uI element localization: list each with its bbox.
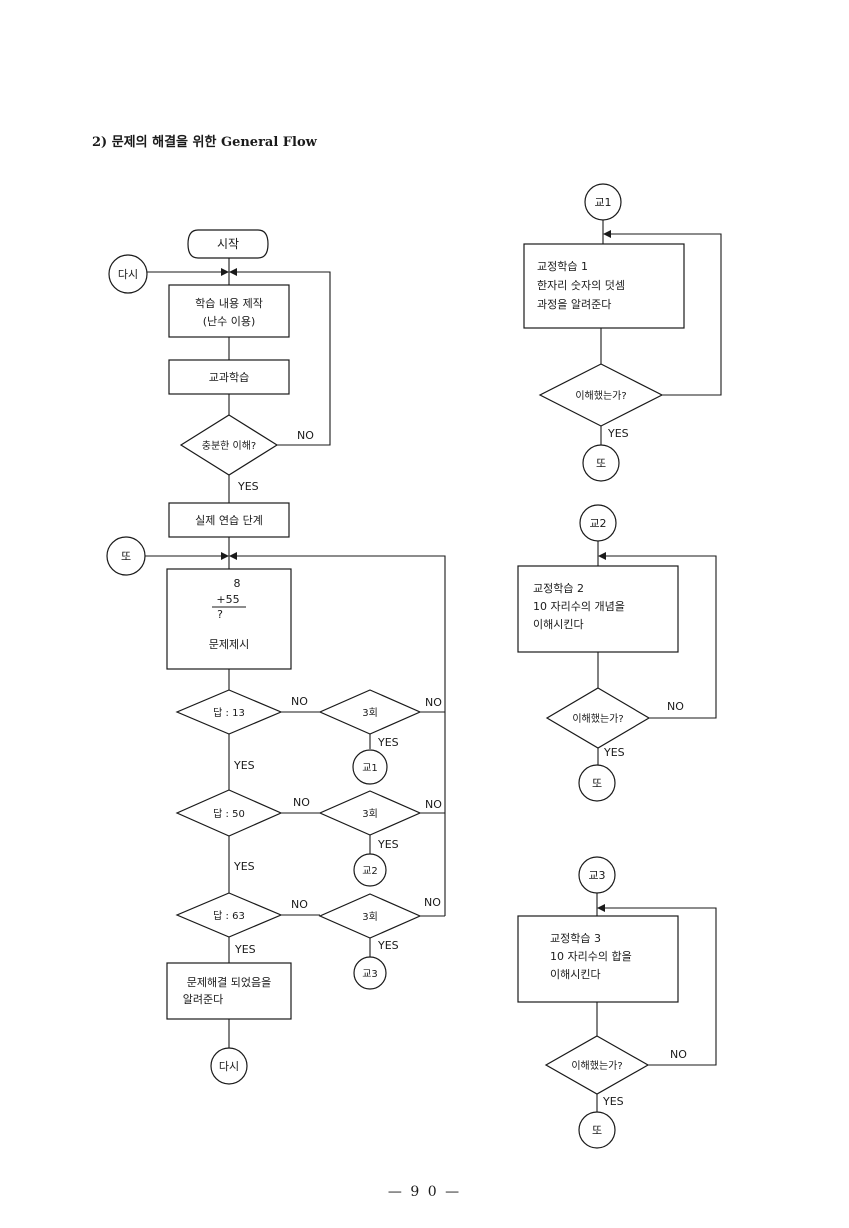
- answer-50-yes-label: YES: [233, 860, 255, 873]
- remedial-1-box: [523, 243, 685, 329]
- remedial-3-no-label: NO: [670, 1048, 687, 1061]
- tries-3-yes-label: YES: [377, 939, 399, 952]
- remedial-2-connector: [353, 853, 387, 887]
- remedial-2-connector-label: 교2: [362, 866, 378, 877]
- make-content-box: [168, 284, 290, 338]
- remedial-1-exit: [582, 444, 620, 482]
- solved-line2: 알려준다: [183, 992, 223, 1006]
- restart-connector: [108, 254, 148, 294]
- understanding-question: 충분한 이해?: [202, 439, 257, 452]
- remedial-3-connector-label: 교3: [362, 969, 378, 980]
- make-content-line2: (난수 이용): [203, 315, 256, 328]
- tries-1-label: 3회: [362, 707, 378, 719]
- remedial-3-exit: [578, 1111, 616, 1149]
- page-heading: 2) 문제의 해결을 위한 General Flow: [92, 135, 317, 150]
- remedial-2-yes-label: YES: [603, 746, 625, 759]
- practice-stage-label: 실제 연습 단계: [195, 514, 263, 527]
- remedial-2-entry-label: 교2: [589, 517, 606, 530]
- solved-line1: 문제해결 되었음을: [187, 975, 271, 989]
- remedial-3-entry-label: 교3: [588, 869, 605, 882]
- tries-3-no-label: NO: [424, 896, 441, 909]
- answer-63-question: 답 : 63: [213, 910, 245, 922]
- remedial-2-line2: 10 자리수의 개념을: [533, 600, 625, 613]
- solved-box: [166, 962, 292, 1020]
- remedial-1-connector: [352, 749, 388, 785]
- end-connector: [210, 1047, 248, 1085]
- remedial-1-yes-label: YES: [607, 427, 629, 440]
- answer-50-question: 답 : 50: [213, 808, 245, 820]
- remedial-2-line1: 교정학습 2: [533, 582, 584, 595]
- answer-13-question: 답 : 13: [213, 707, 245, 719]
- problem-top-number: 8: [234, 577, 241, 590]
- answer-13-no-label: NO: [291, 695, 308, 708]
- end-connector-label: 다시: [219, 1060, 239, 1073]
- understanding-no-label: NO: [297, 429, 314, 442]
- make-content-line1: 학습 내용 제작: [195, 297, 263, 310]
- remedial-2-no-label: NO: [667, 700, 684, 713]
- remedial-1-exit-label: 또: [596, 457, 606, 470]
- tries-2-yes-label: YES: [377, 838, 399, 851]
- remedial-3-line2: 10 자리수의 합을: [550, 950, 632, 963]
- textbook-learning-box: [168, 359, 290, 395]
- remedial-1-line1: 교정학습 1: [537, 260, 588, 273]
- remedial-2-question: 이해했는가?: [572, 712, 623, 725]
- remedial-1-line3: 과정을 알려준다: [537, 297, 611, 311]
- remedial-2-exit: [578, 764, 616, 802]
- start-terminator: [187, 229, 269, 259]
- remedial-3-line1: 교정학습 3: [550, 932, 601, 945]
- remedial-3-connector: [353, 956, 387, 990]
- remedial-3-box: [517, 915, 679, 1003]
- tries-1-no-label: NO: [425, 696, 442, 709]
- remedial-1-connector-label: 교1: [362, 763, 378, 774]
- tries-1-yes-label: YES: [377, 736, 399, 749]
- problem-label: 문제제시: [209, 638, 249, 651]
- answer-50-no-label: NO: [293, 796, 310, 809]
- tries-2-no-label: NO: [425, 798, 442, 811]
- tries-2-label: 3회: [362, 808, 378, 820]
- again-connector-label: 또: [121, 550, 131, 563]
- problem-box: [166, 568, 292, 670]
- remedial-3-line3: 이해시킨다: [550, 967, 601, 981]
- remedial-2-exit-label: 또: [592, 777, 602, 790]
- remedial-1-entry-label: 교1: [594, 196, 611, 209]
- restart-connector-label: 다시: [118, 268, 138, 281]
- problem-addend: +55: [216, 593, 239, 606]
- tries-3-label: 3회: [362, 911, 378, 923]
- remedial-3-yes-label: YES: [602, 1095, 624, 1108]
- page-number: — 9 0 —: [387, 1184, 462, 1200]
- understanding-yes-label: YES: [237, 480, 259, 493]
- answer-63-no-label: NO: [291, 898, 308, 911]
- problem-unknown: ?: [217, 608, 223, 621]
- remedial-2-box: [517, 565, 679, 653]
- remedial-3-exit-label: 또: [592, 1124, 602, 1137]
- answer-63-yes-label: YES: [234, 943, 256, 956]
- start-label: 시작: [217, 237, 239, 251]
- remedial-2-line3: 이해시킨다: [533, 617, 584, 631]
- remedial-3-question: 이해했는가?: [571, 1059, 622, 1072]
- practice-stage-box: [168, 502, 290, 538]
- remedial-1-question: 이해했는가?: [575, 389, 626, 402]
- answer-13-yes-label: YES: [233, 759, 255, 772]
- textbook-learning-label: 교과학습: [209, 371, 249, 384]
- remedial-1-line2: 한자리 숫자의 덧셈: [537, 279, 625, 292]
